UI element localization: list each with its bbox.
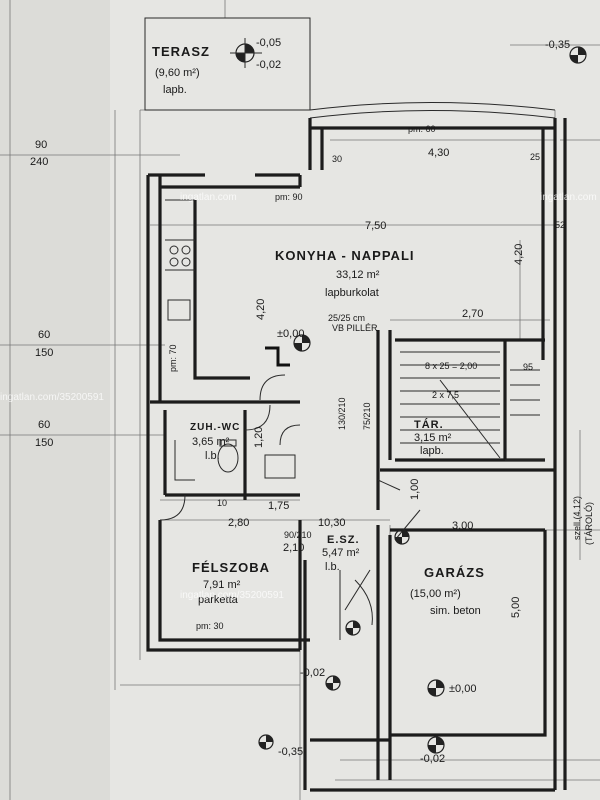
room-name-terasz: TERASZ [152, 44, 210, 59]
pillar-size: 25/25 cm [328, 313, 365, 323]
room-floor-tar: lapb. [420, 445, 444, 457]
szell-label: szell.(4.12) [572, 496, 582, 540]
dim-210: 2,10 [283, 542, 304, 554]
dim-120: 1,20 [253, 427, 265, 448]
tarolo-label: (TÁROLÓ) [584, 502, 594, 545]
pm-30: pm: 30 [196, 621, 224, 631]
terrace [144, 17, 556, 119]
stairs-label-2: 2 x 7,5 [432, 390, 459, 400]
dim-130-210: 130/210 [337, 397, 347, 430]
dim-240: 240 [30, 156, 48, 168]
room-name-felszoba: FÉLSZOBA [192, 560, 270, 575]
room-area-terasz: (9,60 m²) [155, 67, 200, 79]
level-marker-bottom [427, 736, 445, 754]
walls [146, 118, 567, 792]
room-name-esz: E.SZ. [327, 534, 360, 546]
dim-52: 52 [555, 220, 565, 230]
dim-90-210: 90/210 [284, 530, 312, 540]
level-marker-terasz [230, 38, 262, 68]
dim-420-v: 4,20 [513, 244, 525, 265]
room-name-zuh: ZUH.-WC [190, 422, 240, 433]
watermarks: ingatlan.com/35200591 ingatlan.com ingat… [0, 192, 597, 601]
pm-90: pm: 90 [275, 192, 303, 202]
level-terasz2: -0,02 [256, 59, 281, 71]
stairs-label: 8 x 25 = 2,00 [425, 361, 477, 371]
dim-750: 7,50 [365, 220, 386, 232]
dim-10: 10 [217, 498, 227, 508]
dim-500: 5,00 [510, 597, 522, 618]
watermark-1: ingatlan.com/35200591 [0, 392, 104, 403]
level-marker-garazs [427, 679, 445, 697]
dim-75-210: 75/210 [362, 402, 372, 430]
room-floor-felszoba: parketta [198, 594, 239, 606]
dim-60b: 60 [38, 419, 50, 431]
dim-430: 4,30 [428, 147, 449, 159]
level-marker-entry [394, 529, 410, 545]
level-markers [230, 38, 587, 754]
level-marker-bottom-left [258, 734, 274, 750]
level-top-right: -0,35 [545, 39, 570, 51]
dim-30: 30 [332, 154, 342, 164]
room-area-zuh: 3,65 m² [192, 436, 230, 448]
dim-150b: 150 [35, 437, 53, 449]
level-garazs: ±0,00 [449, 683, 476, 695]
level-labels: -0,05 -0,02 -0,35 ±0,00 ±0,00 -0,02 -0,3… [256, 37, 570, 765]
room-floor-esz: l.b. [325, 561, 340, 573]
room-area-tar: 3,15 m² [414, 432, 452, 444]
level-marker-top-right [569, 46, 587, 64]
room-name-tar: TÁR. [414, 418, 444, 431]
room-labels: TERASZ (9,60 m²) lapb. KONYHA - NAPPALI … [152, 44, 485, 617]
dim-270: 2,70 [462, 308, 483, 320]
room-floor-zuh: l.b. [205, 450, 220, 462]
level-bottom: -0,02 [420, 753, 445, 765]
dim-175: 1,75 [268, 500, 289, 512]
door-swings [159, 374, 421, 640]
dim-90: 90 [35, 139, 47, 151]
level-marker-corridor [345, 620, 361, 636]
dim-95: 95 [523, 362, 533, 372]
watermark-3: ingatlan.com/35200591 [180, 590, 284, 601]
pm-70: pm: 70 [168, 344, 178, 372]
pm-60: pm: 60 [408, 124, 436, 134]
dim-420-k: 4,20 [255, 299, 267, 320]
room-floor-garazs: sim. beton [430, 605, 481, 617]
level-terasz: -0,05 [256, 37, 281, 49]
paper-left-shadow [0, 0, 110, 800]
level-bottom-left: -0,35 [278, 746, 303, 758]
room-area-felszoba: 7,91 m² [203, 579, 241, 591]
dim-150a: 150 [35, 347, 53, 359]
level-marker-nappali [265, 334, 311, 367]
dim-60a: 60 [38, 329, 50, 341]
room-floor-konyha: lapburkolat [325, 287, 379, 299]
pillar-label: VB PILLÉR [332, 323, 378, 333]
dim-300: 3,00 [452, 520, 473, 532]
level-nappali: ±0,00 [277, 328, 304, 340]
dim-100: 1,00 [409, 479, 421, 500]
watermark-4: ingatlan.com [540, 192, 597, 203]
stairs [400, 351, 545, 461]
room-name-konyha: KONYHA - NAPPALI [275, 248, 415, 263]
level-entry: -0,02 [300, 667, 325, 679]
level-marker-porch [325, 675, 341, 691]
watermark-2: ingatlan.com [180, 192, 237, 203]
room-floor-terasz: lapb. [163, 84, 187, 96]
room-area-garazs: (15,00 m²) [410, 588, 461, 600]
room-name-garazs: GARÁZS [424, 565, 485, 580]
dimension-labels: 90 240 60 150 60 150 4,30 7,50 2,70 4,20… [30, 124, 594, 631]
dim-25: 25 [530, 152, 540, 162]
room-area-esz: 5,47 m² [322, 547, 360, 559]
room-area-konyha: 33,12 m² [336, 269, 380, 281]
dim-280: 2,80 [228, 517, 249, 529]
dim-1030: 10,30 [318, 517, 346, 529]
